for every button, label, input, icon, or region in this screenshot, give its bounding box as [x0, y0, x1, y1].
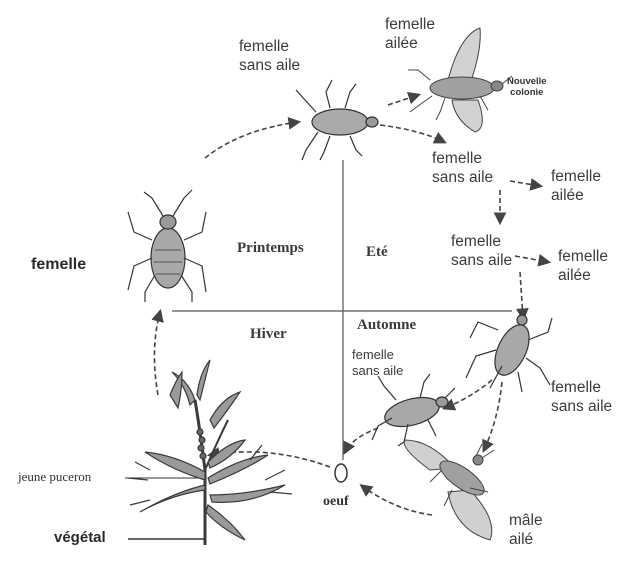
season-summer: Eté [366, 244, 388, 261]
label-femelle-main: femelle [31, 255, 86, 274]
male-winged-aphid-drawing [404, 440, 494, 540]
right-wingless-aphid-drawing [466, 315, 552, 392]
label-young-aphid: jeune puceron [18, 469, 91, 485]
season-autumn: Automne [357, 317, 416, 334]
label-right1-winged: femelle ailée [551, 167, 601, 205]
label-right2-winged: femelle ailée [558, 247, 608, 285]
label-top-wingless: femelle sans aile [239, 37, 300, 75]
label-plant: végétal [54, 528, 106, 547]
femelle-aphid-drawing [128, 190, 206, 302]
arrow-plant-to-femelle [154, 312, 160, 395]
season-spring: Printemps [237, 240, 304, 257]
arrow-autumn-to-egg [345, 428, 378, 452]
label-right1-wingless: femelle sans aile [432, 149, 493, 187]
arrow-right2-to-winged [515, 256, 548, 262]
label-top-winged: femelle ailée [385, 15, 435, 53]
arrow-right3-to-autumn [445, 380, 492, 408]
arrow-right2-to-right3 [520, 272, 523, 318]
arrow-right3-to-male [484, 382, 502, 450]
season-winter: Hiver [250, 326, 287, 343]
arrow-top-to-winged [388, 95, 418, 105]
top-wingless-aphid-drawing [296, 80, 378, 160]
label-male-winged: mâle ailé [509, 511, 543, 549]
autumn-wingless-aphid-drawing [372, 374, 455, 446]
label-autumn-wingless: femelle sans aile [352, 347, 403, 379]
arrow-femelle-to-top [205, 122, 298, 158]
label-right2-wingless: femelle sans aile [451, 232, 512, 270]
arrow-right1-to-winged [510, 181, 540, 186]
arrow-male-to-egg [362, 486, 432, 515]
arrow-top-to-right1 [380, 125, 444, 142]
egg-shape [335, 464, 347, 482]
label-new-colony: Nouvelle colonie [507, 76, 547, 98]
label-right3-wingless: femelle sans aile [551, 378, 612, 416]
label-egg: oeuf [323, 494, 349, 510]
